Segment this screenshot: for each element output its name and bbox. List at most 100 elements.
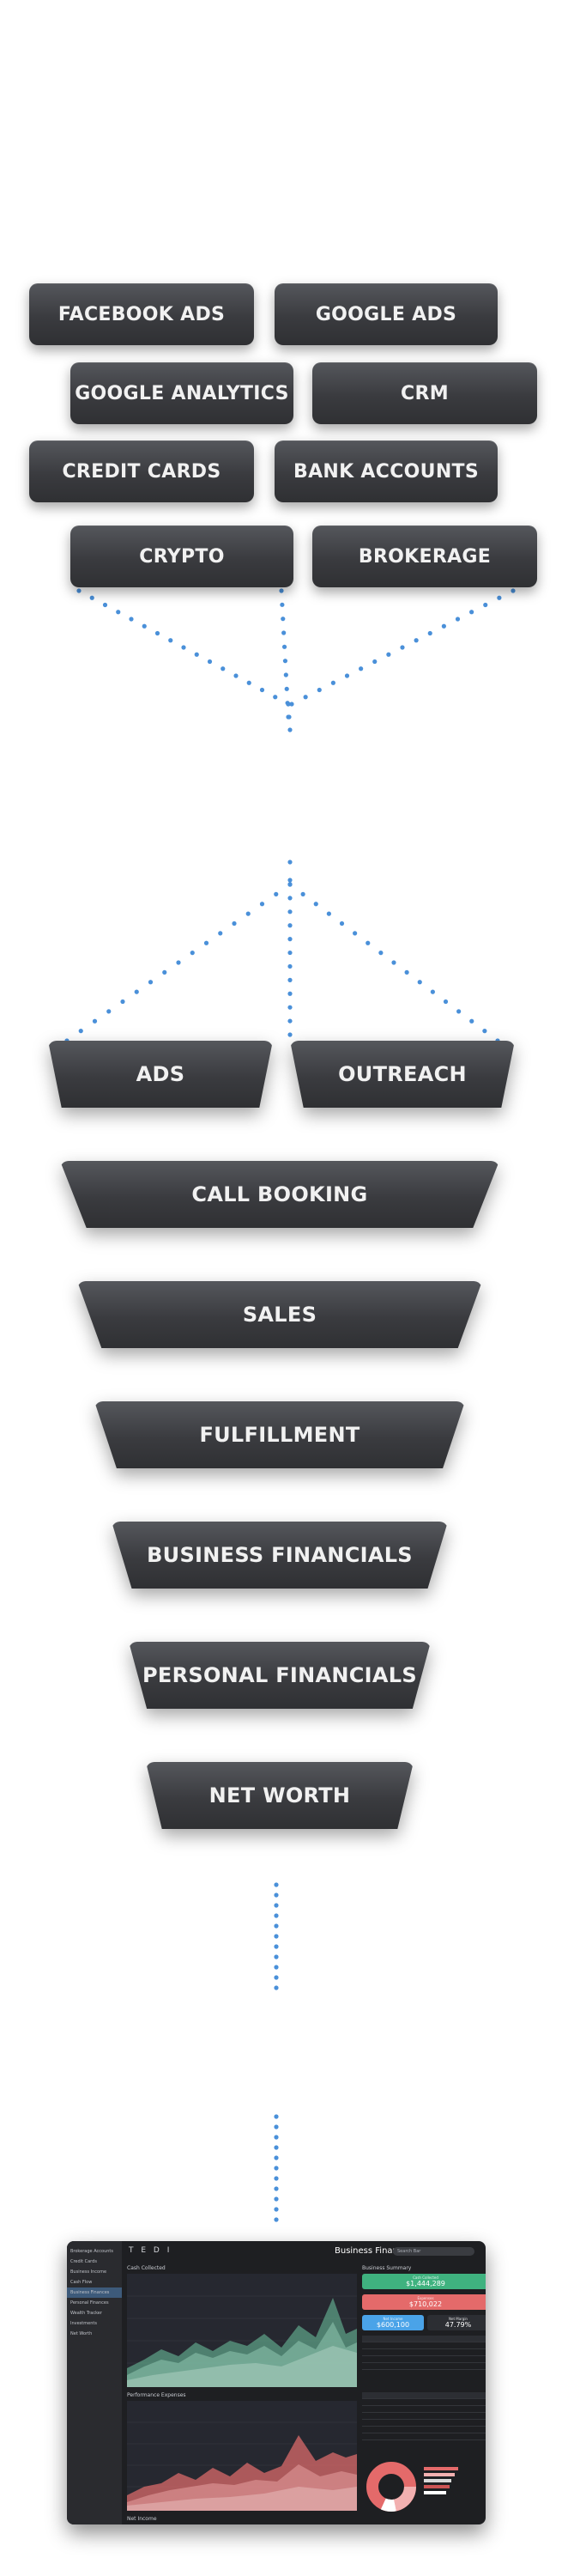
connector-dot [168,638,173,643]
connector-dot [430,989,435,994]
funnel-shape [290,1041,515,1108]
connector-dot [427,630,432,636]
connector-dot [281,630,287,635]
summary-box-label: Net Margin [449,2317,468,2321]
funnel-stage-label: CALL BOOKING [191,1182,368,1206]
dashboard-sidebar-item[interactable]: Personal Finances [70,2300,109,2306]
table-row [362,2413,486,2420]
connector-dot [469,1018,474,1024]
connector-dot [353,931,358,936]
connector-dot [289,702,294,707]
performance-expenses-label: Performance Expenses [127,2392,186,2398]
connector-dot [207,659,213,665]
crypto-label: CRYPTO [139,545,225,568]
expense-donut-chart [366,2462,416,2512]
connector-dot [359,666,364,671]
funnel-stage-ads[interactable]: ADS [48,1041,273,1108]
summary-box-expenses: Expenses $710,022 [362,2294,486,2310]
dashboard-sidebar-item[interactable]: Business Income [70,2269,107,2275]
connector-dot [190,951,195,956]
table-row [362,2406,486,2413]
funnel-stage-net-worth[interactable]: NET WORTH [146,1762,414,1829]
connector-dot [259,902,265,907]
connector-dot [287,1018,293,1024]
credit-cards-button[interactable]: CREDIT CARDS [29,440,254,502]
connector-dot [259,687,265,693]
connector-dot [284,686,289,691]
summary-box-net-income: Net Income $600,100 [362,2315,424,2330]
crm-button[interactable]: CRM [312,362,537,424]
connector-dot [287,977,293,982]
connector-dot [279,588,284,593]
dashboard-search-input[interactable]: Search Bar [393,2247,474,2256]
connector-dot [456,1009,462,1014]
connector-dot [134,989,139,994]
connector-dot [287,937,293,942]
crypto-button[interactable]: CRYPTO [70,526,293,587]
dashboard-sidebar-item[interactable]: Cash Flow [70,2280,93,2285]
connector-dot [233,673,239,678]
connector-dot [176,960,181,965]
google-ads-button[interactable]: GOOGLE ADS [275,283,498,345]
funnel-stage-label: OUTREACH [338,1062,467,1086]
brokerage-button[interactable]: BROKERAGE [312,526,537,587]
connector-dot [274,1893,279,1898]
dashboard-title: Business Finances [335,2246,413,2256]
dashboard-logo: T E D I [129,2246,172,2255]
connector-dot [414,638,419,643]
dashboard-sidebar-item[interactable]: Brokerage Accounts [70,2249,113,2254]
funnel-stage-label: PERSONAL FINANCIALS [142,1663,417,1687]
connector-dot [303,695,308,700]
connector-dot [116,610,121,615]
bank-accounts-button[interactable]: BANK ACCOUNTS [275,440,498,502]
bank-accounts-label: BANK ACCOUNTS [293,460,479,483]
connector-dot [148,980,154,985]
connector-dot [344,673,350,678]
funnel-shape [77,1281,482,1348]
funnel-stage-label: FULFILLMENT [199,1423,360,1447]
summary-box-label: Cash Collected [413,2275,438,2280]
funnel-stage-sales[interactable]: SALES [77,1281,482,1348]
connector-dot [274,1923,279,1929]
connector-dot [274,2176,279,2181]
summary-box-value: $1,444,289 [406,2280,445,2287]
google-analytics-button[interactable]: GOOGLE ANALYTICS [70,362,293,424]
connector-dot [483,602,488,608]
connector-dot [78,1029,83,1034]
connector-dot [274,1913,279,1918]
funnel-stage-fulfillment[interactable]: FULFILLMENT [94,1401,465,1468]
connector-dot [274,1882,279,1887]
funnel-stage-business-financials[interactable]: BUSINESS FINANCIALS [112,1522,448,1589]
connector-dot [287,896,293,901]
facebook-ads-button[interactable]: FACEBOOK ADS [29,283,254,345]
connector-dot [221,666,226,671]
dashboard-sidebar-item[interactable]: Wealth Tracker [70,2311,102,2316]
connector-dot [274,1934,279,1939]
dashboard-sidebar-item[interactable]: Credit Cards [70,2259,97,2264]
table-row [362,2427,486,2433]
connector-dot [281,617,286,622]
dashboard-sidebar-item[interactable]: Investments [70,2321,97,2326]
connector-dot [274,1975,279,1980]
connector-dot [280,602,285,607]
connector-dot [120,999,125,1005]
connector-dot [102,602,108,608]
connector-dot [274,2207,279,2212]
connector-dot [287,991,293,996]
table-row [362,2342,486,2349]
funnel-stage-outreach[interactable]: OUTREACH [290,1041,515,1108]
summary-table [362,2336,486,2370]
funnel-stage-call-booking[interactable]: CALL BOOKING [60,1161,499,1228]
connector-dot [287,882,293,887]
funnel-stage-personal-financials[interactable]: PERSONAL FINANCIALS [129,1642,431,1709]
connector-dot [273,695,278,700]
dashboard-sidebar-item[interactable]: Net Worth [70,2331,93,2336]
connector-dot [286,702,291,707]
connector-dot [274,1903,279,1908]
funnel-stage-label: ADS [136,1062,185,1086]
connector-dot [274,2124,279,2129]
funnel-shape [129,1642,431,1709]
dashboard-sidebar-item[interactable]: Business Finances [67,2287,122,2298]
